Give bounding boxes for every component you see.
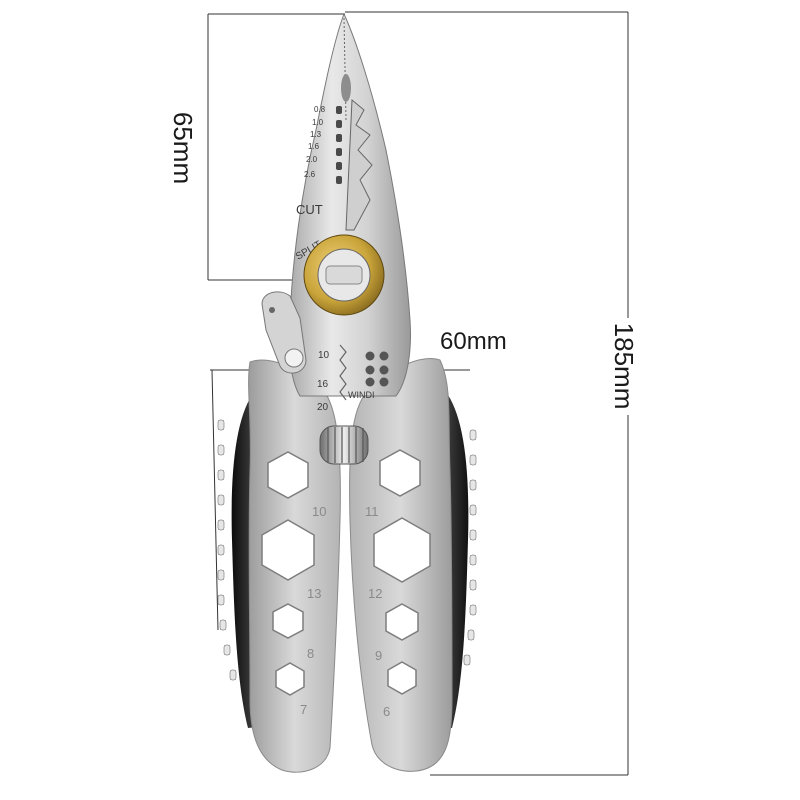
crimp-size-20: 20 (317, 402, 329, 413)
dim-60-left (211, 369, 219, 631)
crimp-dies (365, 351, 389, 387)
serrated-tip (343, 17, 347, 121)
grip-studs (217, 419, 477, 681)
hex-size-9: 9 (375, 648, 382, 663)
crimp-notches (339, 344, 347, 401)
hex-size-8: 8 (307, 646, 314, 661)
hex-hole-12 (373, 517, 431, 583)
winding-label: WINDI (348, 390, 375, 400)
strip-size-4: 2.0 (306, 155, 318, 164)
strip-size-3: 1.6 (308, 142, 320, 151)
crimp-size-16: 16 (317, 379, 329, 390)
hex-size-6: 6 (383, 704, 390, 719)
lock-rivet (284, 348, 304, 368)
hex-size-10: 10 (312, 504, 326, 519)
dimension-lines (207, 11, 629, 776)
hex-hole-8 (272, 603, 304, 639)
dim-label-60mm: 60mm (440, 328, 507, 355)
hex-hole-6 (387, 661, 417, 695)
dim-label-65mm: 65mm (168, 112, 198, 184)
cut-label: CUT (296, 202, 323, 217)
latch-hole (269, 307, 275, 313)
strip-size-2: 1.3 (310, 130, 322, 139)
cutting-edge (345, 98, 373, 231)
hex-hole-11 (379, 449, 421, 497)
strip-size-1: 1.0 (312, 118, 324, 127)
strip-size-0: 0.8 (314, 105, 326, 114)
tip-slot (341, 74, 351, 102)
right-hex-holes (373, 449, 431, 695)
hex-size-12: 12 (368, 586, 382, 601)
pivot-slot (325, 265, 363, 285)
dim-label-185mm: 185mm (609, 323, 639, 410)
spring (319, 425, 369, 465)
hex-hole-9 (385, 603, 419, 641)
hex-hole-7 (275, 662, 305, 696)
hex-size-11: 11 (365, 504, 379, 519)
left-hex-holes (261, 451, 315, 696)
strip-size-5: 2.6 (304, 170, 316, 179)
strip-notches (336, 106, 342, 184)
hex-hole-10 (267, 451, 309, 499)
hex-size-13: 13 (307, 586, 321, 601)
hex-size-7: 7 (300, 702, 307, 717)
crimp-size-10: 10 (318, 350, 330, 361)
hex-hole-13 (261, 519, 315, 581)
pliers-head: 0.8 1.0 1.3 1.6 2.0 2.6 CUT SPLIT 10 16 … (261, 12, 411, 413)
